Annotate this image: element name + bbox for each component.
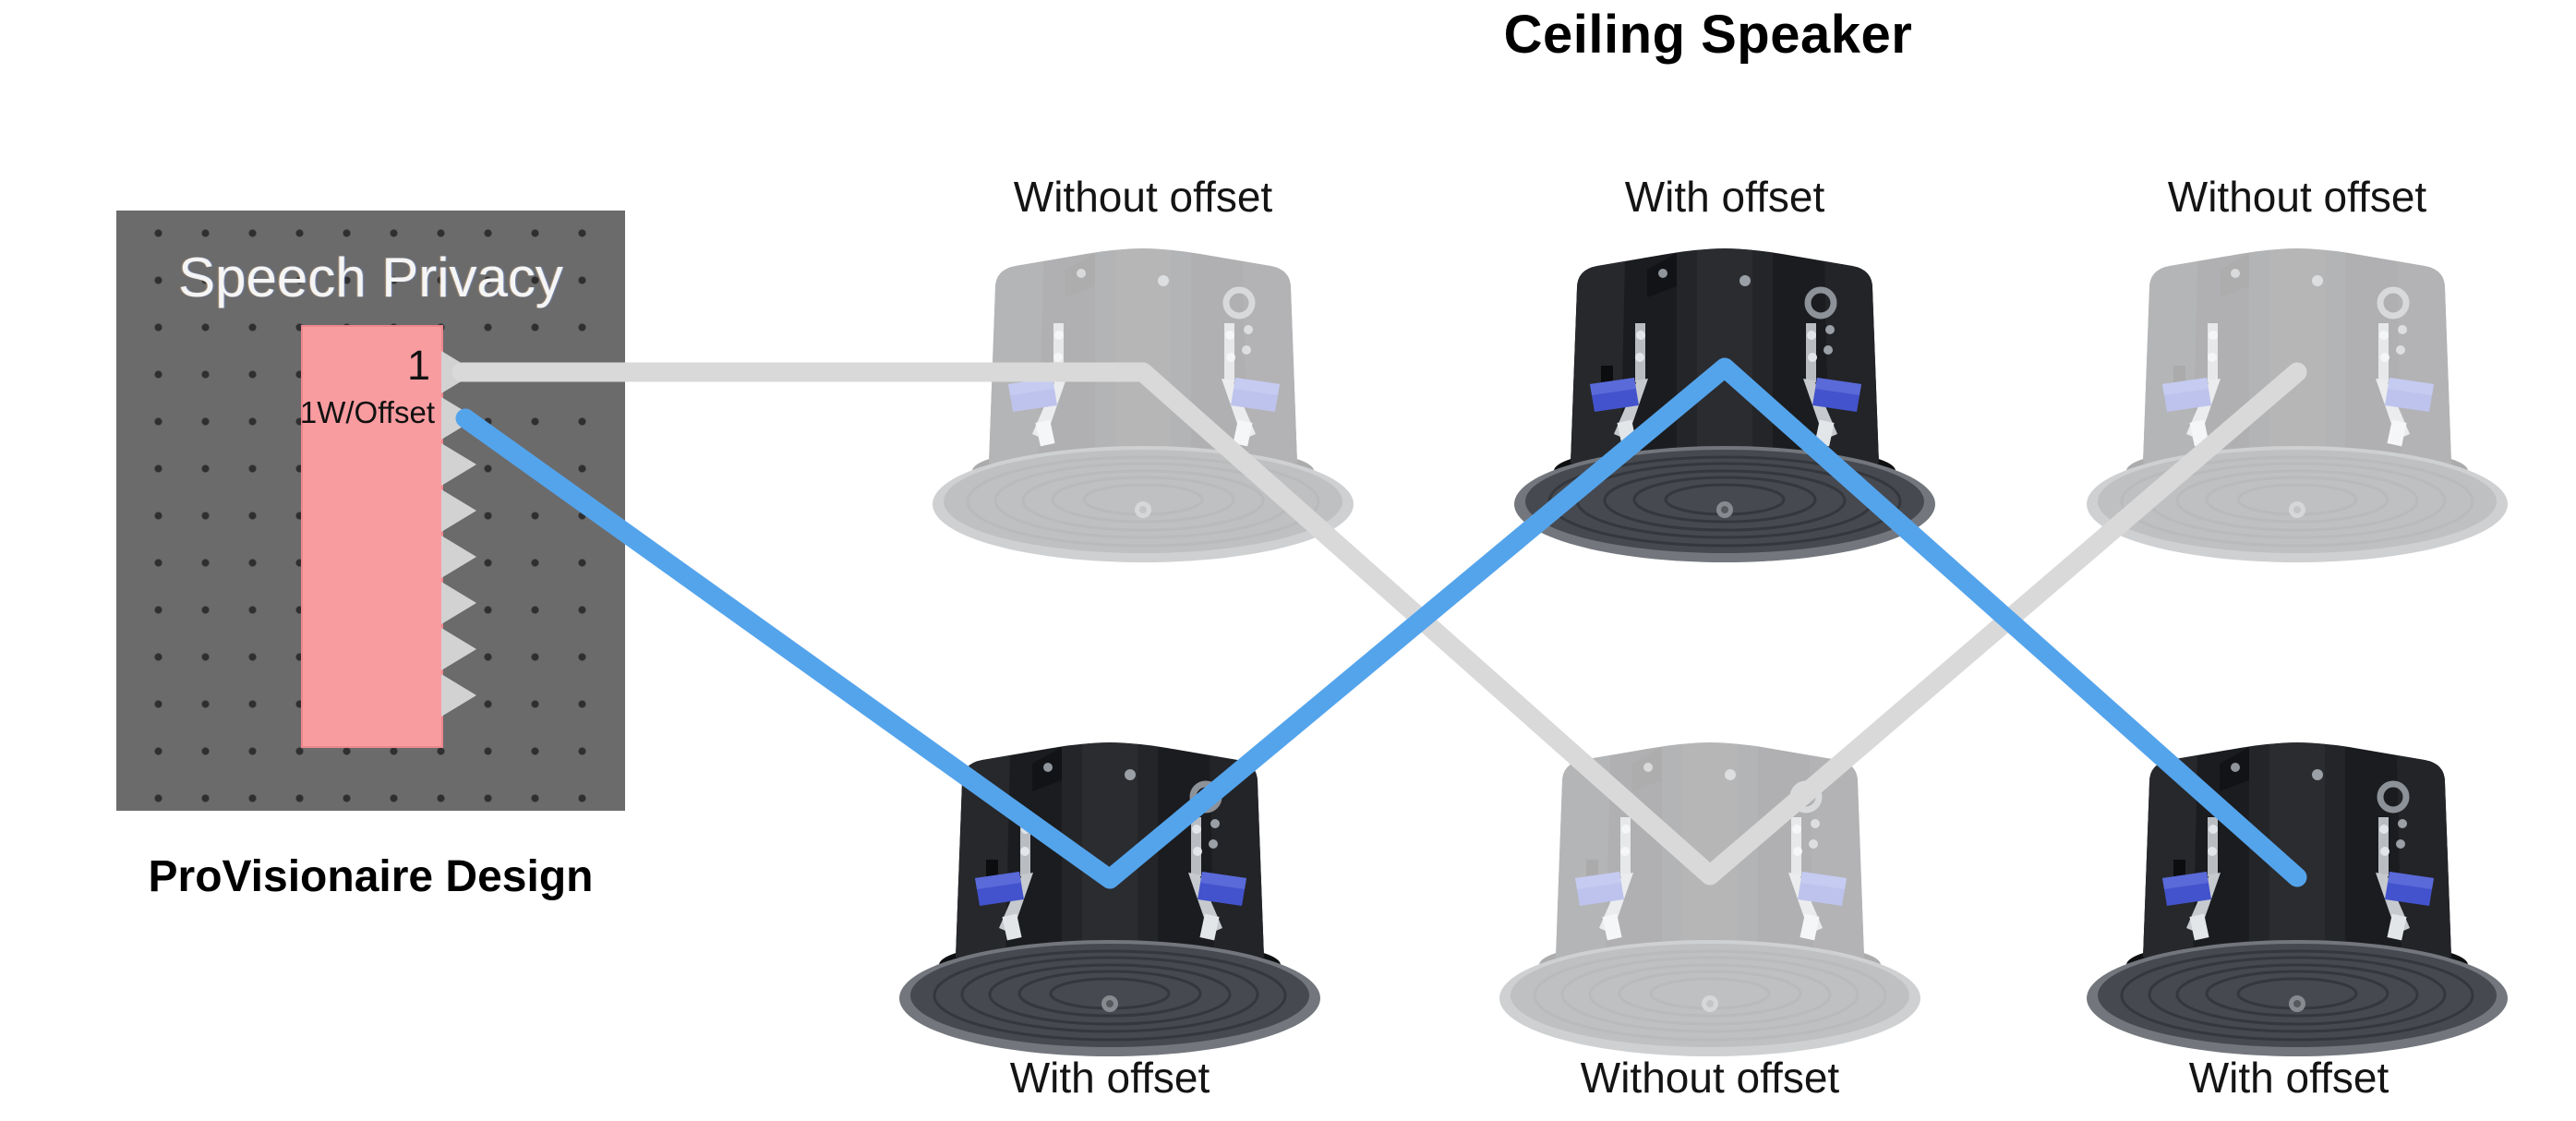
ceiling-speaker-bottom-left (897, 736, 1322, 1059)
speech-privacy-block-title: Speech Privacy (178, 247, 563, 308)
page-title: Ceiling Speaker (1503, 5, 1913, 65)
ceiling-speaker-top-right (2085, 242, 2510, 565)
output-port-triangle[interactable] (441, 489, 476, 532)
label-top-middle: With offset (1624, 173, 1825, 221)
ceiling-speaker-top-left (931, 242, 1355, 565)
output-port-triangle[interactable] (441, 443, 476, 486)
output-port-triangle[interactable] (441, 628, 476, 670)
ceiling-speaker-bottom-right (2085, 736, 2510, 1059)
label-top-right: Without offset (2167, 173, 2427, 221)
label-bottom-middle: Without offset (1580, 1054, 1840, 1102)
provisionaire-caption: ProVisionaire Design (148, 852, 594, 901)
without-offset-wire (451, 362, 2307, 886)
ceiling-speaker-top-middle (1512, 242, 1937, 565)
provisionaire-design-panel: Speech Privacy 1 1W/Offset (116, 211, 625, 811)
ceiling-speaker-bottom-middle (1498, 736, 1922, 1059)
label-bottom-right: With offset (2188, 1054, 2389, 1102)
output-port-triangle[interactable] (441, 397, 476, 440)
output-port-number: 1 (406, 342, 430, 389)
output-port-triangle[interactable] (441, 536, 476, 578)
output-port-triangle[interactable] (441, 351, 476, 393)
label-top-left: Without offset (1013, 173, 1273, 221)
output-port-triangle[interactable] (441, 674, 476, 717)
with-offset-wire (455, 357, 2307, 889)
output-port-triangle[interactable] (441, 582, 476, 624)
label-bottom-left: With offset (1009, 1054, 1210, 1102)
speech-privacy-component[interactable]: 1 1W/Offset (299, 325, 443, 748)
output-port-label: 1W/Offset (299, 395, 435, 429)
output-port-column (441, 349, 478, 718)
